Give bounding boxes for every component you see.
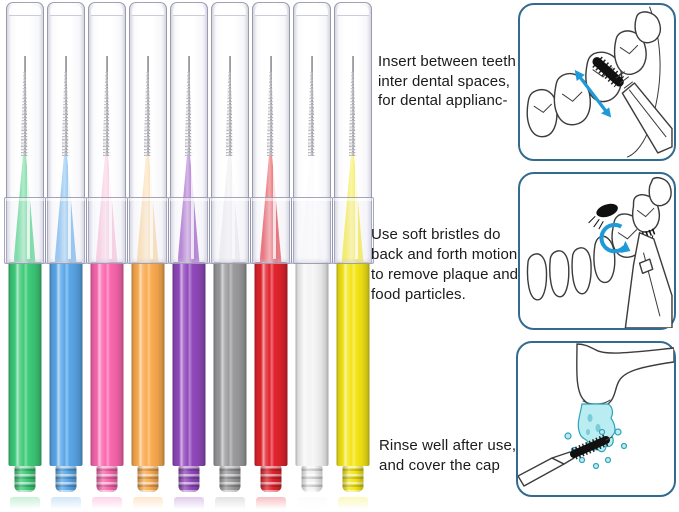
brush-red xyxy=(249,0,292,512)
interdental-brush-illustration xyxy=(518,428,613,487)
brush-green xyxy=(3,0,46,512)
brush-base xyxy=(178,466,199,492)
brush-handle xyxy=(49,262,82,466)
brush-reflection xyxy=(50,497,81,510)
interdental-brush-illustration xyxy=(588,203,673,328)
brush-orange xyxy=(126,0,169,512)
rotate-arrow-icon xyxy=(599,222,631,254)
brush-reflection xyxy=(173,497,204,510)
brush-reflection xyxy=(9,497,40,510)
brush-reflection xyxy=(296,497,327,510)
brush-reflection xyxy=(255,497,286,510)
brush-cap-collar xyxy=(249,197,292,264)
motion-diagram-panel xyxy=(518,172,676,330)
brush-base xyxy=(14,466,35,492)
brush-base xyxy=(301,466,322,492)
brush-handle xyxy=(172,262,205,466)
brush-handle xyxy=(131,262,164,466)
brush-cap-collar xyxy=(331,197,374,264)
step-text-motion: Use soft bristles do back and forth moti… xyxy=(371,226,519,303)
brush-base xyxy=(55,466,76,492)
water-stream-illustration xyxy=(564,403,628,470)
insert-diagram xyxy=(526,6,673,158)
brush-reflection xyxy=(214,497,245,510)
brush-cap-collar xyxy=(44,197,87,264)
motion-diagram xyxy=(526,177,673,328)
faucet-illustration xyxy=(576,343,674,408)
interdental-brush-illustration xyxy=(592,56,673,154)
brush-reflection xyxy=(337,497,368,510)
brush-pink xyxy=(85,0,128,512)
brush-cap-collar xyxy=(3,197,46,264)
brush-handle xyxy=(254,262,287,466)
brush-cap-collar xyxy=(290,197,333,264)
brush-handle xyxy=(336,262,369,466)
brush-cap-collar xyxy=(208,197,251,264)
brush-handle xyxy=(295,262,328,466)
brush-base xyxy=(342,466,363,492)
rinse-diagram-panel xyxy=(516,341,676,497)
brush-base xyxy=(96,466,117,492)
brush-base xyxy=(260,466,281,492)
brush-cap-collar xyxy=(167,197,210,264)
brush-handle xyxy=(90,262,123,466)
brush-purple xyxy=(167,0,210,512)
teeth-illustration xyxy=(526,11,662,138)
brush-base xyxy=(219,466,240,492)
brush-handle xyxy=(8,262,41,466)
brush-cap-collar xyxy=(126,197,169,264)
brush-reflection xyxy=(91,497,122,510)
brush-base xyxy=(137,466,158,492)
rinse-diagram xyxy=(518,343,674,487)
insert-diagram-panel xyxy=(518,3,676,161)
brush-cap-collar xyxy=(85,197,128,264)
brush-blue xyxy=(44,0,87,512)
brush-set xyxy=(3,0,374,512)
brush-reflection xyxy=(132,497,163,510)
step-text-insert: Insert between teeth inter dental spaces… xyxy=(378,53,516,109)
brush-yellow xyxy=(331,0,374,512)
brush-gray xyxy=(208,0,251,512)
step-text-rinse: Rinse well after use, and cover the cap xyxy=(379,437,517,474)
brush-white xyxy=(290,0,333,512)
brush-handle xyxy=(213,262,246,466)
motion-arrow-icon xyxy=(574,69,612,118)
